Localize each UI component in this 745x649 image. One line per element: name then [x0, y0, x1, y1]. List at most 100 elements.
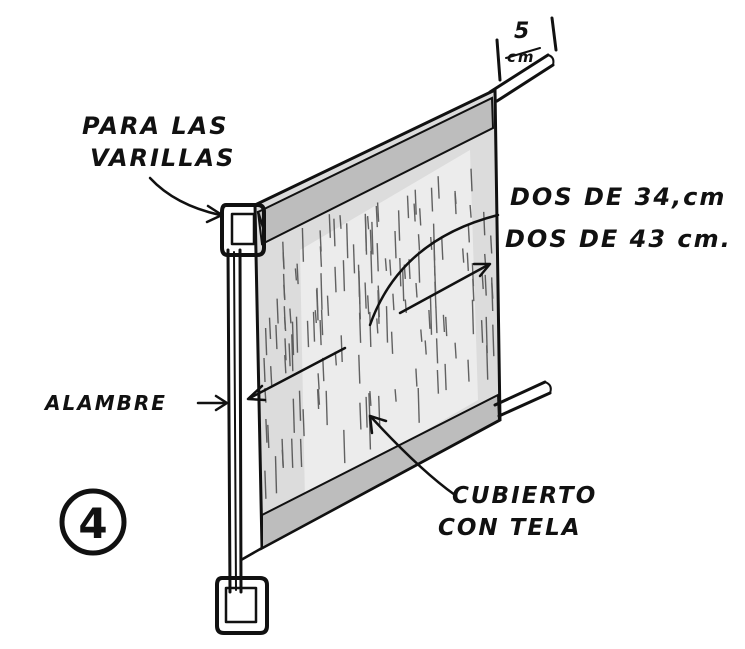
cloth-hatch-stroke: [469, 204, 472, 218]
cloth-hatch-stroke: [470, 168, 473, 192]
cloth-hatch-stroke: [264, 327, 268, 356]
cloth-hatch-stroke: [339, 215, 342, 229]
cloth-hatch-stroke: [369, 391, 372, 406]
cloth-hatch-stroke: [292, 398, 295, 433]
figure-number-badge: 4: [59, 488, 127, 556]
cloth-hatch-stroke: [264, 470, 267, 499]
cloth-hatch-stroke: [417, 234, 421, 251]
cloth-hatch-stroke: [358, 354, 361, 384]
label-alambre: ALAMBRE: [43, 391, 167, 415]
cloth-hatch-stroke: [291, 438, 294, 468]
cloth-hatch-stroke: [414, 189, 417, 215]
cloth-hatch-stroke: [295, 316, 299, 353]
cloth-hatch-stroke: [454, 193, 457, 215]
cloth-hatch-stroke: [270, 366, 273, 386]
cloth-hatch-stroke: [284, 338, 287, 361]
cloth-hatch-stroke: [369, 229, 373, 255]
cloth-hatch-stroke: [375, 205, 378, 228]
cloth-hatch-stroke: [369, 311, 372, 348]
cloth-hatch-stroke: [267, 424, 270, 449]
cloth-hatch-stroke: [444, 363, 447, 391]
cloth-hatch-stroke: [420, 329, 423, 342]
cloth-hatch-stroke: [289, 308, 292, 324]
cloth-hatch-stroke: [281, 449, 284, 468]
cloth-hatch-stroke: [359, 402, 362, 430]
cloth-hatch-stroke: [352, 244, 356, 274]
cloth-hatch-stroke: [413, 203, 416, 222]
cloth-hatch-stroke: [298, 390, 302, 421]
cloth-hatch-stroke: [437, 176, 440, 199]
cloth-hatch-stroke: [275, 324, 278, 350]
cloth-hatch-stroke: [417, 387, 420, 423]
cloth-hatch-stroke: [415, 282, 418, 298]
cloth-hatch-stroke: [366, 216, 370, 230]
cloth-hatch-stroke: [467, 223, 470, 243]
cloth-hatch-stroke: [301, 227, 305, 262]
cloth-hatch-stroke: [334, 266, 337, 293]
cloth-hatch-stroke: [430, 187, 434, 212]
leader-arrows: [148, 176, 500, 497]
cloth-hatch-stroke: [389, 259, 392, 276]
cloth-hatch-stroke: [472, 278, 475, 302]
cloth-hatch-stroke: [378, 395, 381, 426]
wire-frame: [215, 203, 269, 635]
figure-number: 4: [78, 499, 107, 548]
cloth-hatch-stroke: [328, 214, 331, 238]
cloth-hatch-stroke: [490, 235, 493, 254]
cloth-hatch-stroke: [384, 258, 388, 271]
cloth-hatch-stroke: [312, 311, 316, 342]
cloth-hatch-stroke: [394, 389, 397, 402]
cloth-hatch-stroke: [491, 282, 494, 299]
cloth-hatch-stroke: [435, 338, 439, 364]
cloth-hatch-stroke: [485, 316, 488, 354]
cloth-hatch-stroke: [436, 369, 440, 394]
cloth-hatch-stroke: [358, 286, 361, 320]
cloth-hatch-stroke: [466, 252, 469, 271]
cloth-hatch-stroke: [299, 438, 303, 468]
cloth-hatch-stroke: [454, 342, 457, 359]
cloth-hatch-stroke: [325, 390, 328, 426]
cloth-hatch-stroke: [315, 289, 319, 312]
cloth-hatch-stroke: [288, 343, 291, 367]
cloth-hatch-stroke: [370, 250, 373, 284]
cloth-hatch-stroke: [367, 295, 370, 315]
cloth-hatch-stroke: [392, 293, 395, 311]
cloth-hatch-stroke: [268, 317, 272, 340]
cloth-hatch-stroke: [284, 355, 287, 374]
cloth-hatch-stroke: [415, 368, 418, 387]
cloth-hatch-stroke: [294, 268, 298, 281]
cloth-hatch-stroke: [492, 324, 495, 357]
cloth-hatch-stroke: [333, 218, 336, 247]
cloth-hatch-stroke: [319, 319, 322, 346]
cloth-hatch-stroke: [429, 297, 433, 335]
cloth-hatch-stroke: [365, 396, 368, 428]
cloth-hatch-stroke: [406, 195, 410, 219]
cloth-hatch-stroke: [283, 284, 286, 301]
cloth-hatch-stroke: [317, 389, 321, 405]
labels: PARA LAS VARILLAS DOS DE 34,cm DOS DE 43…: [43, 112, 730, 541]
cloth-hatch-stroke: [322, 357, 325, 382]
label-dos-de-34: DOS DE 34,cm: [510, 183, 726, 211]
label-cubierto: CUBIERTO: [452, 483, 597, 509]
cloth-hatch-stroke: [435, 306, 438, 334]
cloth-hatch-stroke: [314, 310, 317, 324]
label-con-tela: CON TELA: [438, 515, 582, 541]
cloth-hatch-stroke: [376, 202, 380, 222]
cloth-hatch-stroke: [291, 321, 295, 356]
cloth-hatch-stroke: [306, 320, 310, 348]
cloth-hatch-stroke: [265, 418, 268, 443]
cloth-hatch-stroke: [316, 389, 320, 410]
cloth-hatch-stroke: [346, 223, 349, 259]
cloth-hatch-stroke: [376, 243, 379, 272]
bottom-rod: [493, 380, 552, 418]
cloth-hatch-stroke: [483, 211, 486, 236]
cloth-hatch-stroke: [394, 230, 397, 259]
cloth-hatch-stroke: [445, 316, 448, 337]
cloth-hatch-stroke: [480, 320, 484, 343]
cloth-hatch-stroke: [364, 282, 367, 309]
cloth-hatch-stroke: [467, 359, 470, 382]
cloth-hatch-stroke: [320, 273, 323, 310]
cloth-hatch-stroke: [390, 331, 394, 354]
cloth-hatch-stroke: [371, 221, 374, 255]
